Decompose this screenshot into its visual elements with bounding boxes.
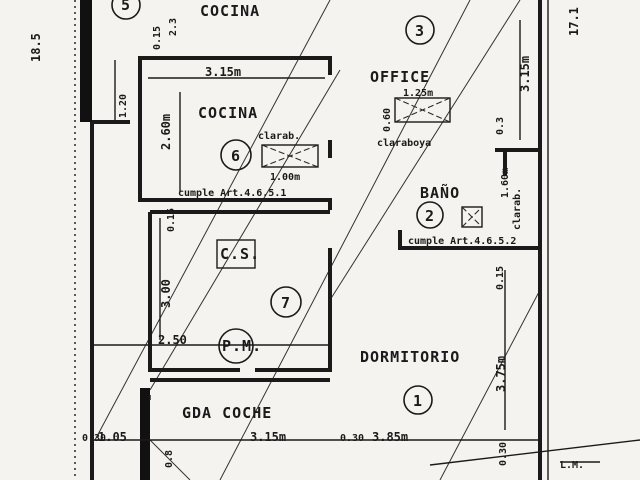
room-marker-6: [220, 139, 252, 171]
room-marker-5: [111, 0, 141, 20]
dim-0-3-right: 0.3: [495, 117, 506, 135]
dimension-lines: [90, 20, 640, 466]
dim-1-20: 1.20: [118, 94, 129, 118]
note-cumple-cocina: cumple Art.4.6.5.1: [178, 188, 286, 199]
dim-cocina-width: 3.15m: [205, 65, 241, 79]
dim-0-30-bot: 0.30: [498, 442, 509, 466]
room-number-6: 6: [231, 147, 240, 165]
room-label-cocina-top: COCINA: [200, 2, 260, 20]
dim-cocina-height: 2.60m: [159, 114, 173, 150]
room-number-5: 5: [121, 0, 130, 14]
dim-0-15-right: 0.15: [495, 266, 506, 290]
dim-office-height: 3.15m: [518, 56, 532, 92]
note-cumple-bano: cumple Art.4.6.5.2: [408, 236, 516, 247]
dim-dormitorio-height: 3.75m: [494, 356, 508, 392]
dim-2-3: 2.3: [168, 18, 179, 36]
room-number-7: 7: [281, 294, 290, 312]
room-marker-2: [416, 201, 444, 229]
room-number-1: 1: [413, 392, 422, 410]
dim-0-15-top: 0.15: [152, 26, 163, 50]
room-marker-7: [270, 286, 302, 318]
cocina-skylight: [261, 144, 319, 168]
dim-bano-height: 1.60m: [500, 168, 511, 198]
bano-skylight: [461, 206, 483, 228]
dim-lm: L.M.: [560, 460, 584, 471]
dim-span-105: 1.05: [98, 430, 127, 444]
dim-gda-width: 3.15m: [250, 430, 286, 444]
dim-left-side: 18.5: [29, 33, 43, 62]
room-label-cs: C.S.: [220, 245, 260, 263]
office-skylight: [394, 97, 451, 123]
dim-wall-b: 0.30: [340, 433, 364, 444]
dim-cs-height: 3.00: [159, 279, 173, 308]
dim-0-15-mid: 0.15: [166, 208, 177, 232]
room-number-markers: [111, 0, 444, 415]
dim-0-8: 0.8: [164, 450, 175, 468]
outer-walls: [74, 0, 549, 480]
room-label-pm: P.M.: [222, 337, 262, 355]
left-wall-solid-bottom: [140, 388, 150, 480]
room-label-bano: BAÑO: [420, 183, 460, 202]
room-number-2: 2: [425, 207, 434, 225]
room-number-3: 3: [415, 22, 424, 40]
room-marker-3: [405, 15, 435, 45]
dim-dorm-width: 3.85m: [372, 430, 408, 444]
cs-box: [216, 239, 256, 269]
dim-right-side: 17.1: [567, 7, 581, 36]
diagonal-hatching: [94, 0, 541, 480]
note-clarab-cocina: clarab.: [258, 131, 300, 142]
pm-circle: [218, 328, 254, 364]
room-label-gda-coche: GDA COCHE: [182, 404, 272, 422]
room-label-office: OFFICE: [370, 68, 430, 86]
note-claraboya-office: claraboya: [377, 138, 431, 149]
left-wall-solid-top: [80, 0, 92, 122]
note-clarab-bano: clarab.: [512, 188, 523, 230]
dim-clarab-width: 1.00m: [270, 172, 300, 183]
dim-pm-width: 2.50: [158, 333, 187, 347]
dim-office-window: 1.25m: [403, 88, 433, 99]
skylights: [216, 97, 483, 269]
dim-office-window-h: 0.60: [382, 108, 393, 132]
room-label-cocina: COCINA: [198, 104, 258, 122]
room-marker-1: [403, 385, 433, 415]
dim-wall-a: 0.30: [82, 433, 106, 444]
room-label-dormitorio: DORMITORIO: [360, 348, 460, 366]
interior-walls: [90, 56, 540, 441]
